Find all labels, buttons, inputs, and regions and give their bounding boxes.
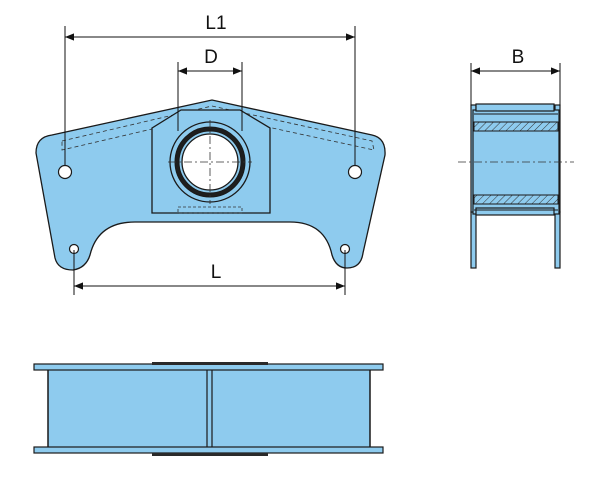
- top-bushing-cap: [152, 362, 268, 365]
- d-label: D: [204, 47, 218, 68]
- l-label: L: [211, 262, 222, 283]
- b-label: B: [512, 47, 525, 68]
- hidden-base: [177, 206, 243, 214]
- upper-hole-left: [57, 164, 73, 180]
- hatched-section-top: [473, 121, 559, 132]
- hatched-section-bottom: [473, 194, 559, 205]
- top-view-body: [47, 366, 371, 451]
- side-view: B: [458, 47, 574, 269]
- top-view: [33, 362, 384, 456]
- l1-label: L1: [205, 13, 226, 34]
- hidden-outline: [61, 105, 375, 151]
- upper-hole-right: [347, 164, 363, 180]
- front-view: L1 D L: [35, 13, 386, 295]
- bottom-flange: [33, 446, 384, 454]
- bottom-bushing-cap: [152, 453, 268, 456]
